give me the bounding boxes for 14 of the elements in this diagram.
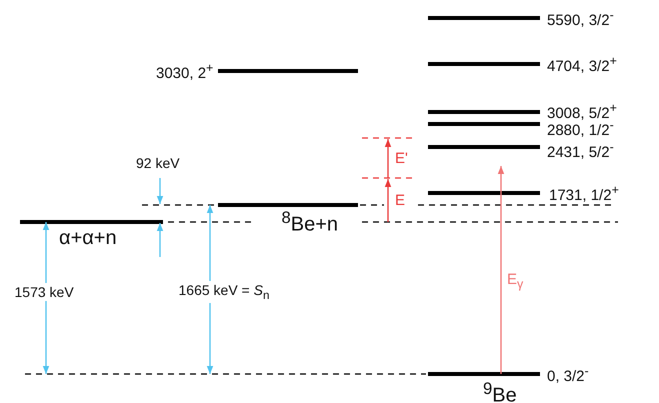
level-label: 5590, 3/2$^{-}$	[547, 8, 614, 28]
energy-label: E$_{γ}$	[507, 272, 524, 290]
energy-label: 92 keV	[136, 156, 180, 170]
threshold-label: α+α+n	[59, 228, 117, 248]
level-label: 0, 3/2$^{-}$	[547, 364, 589, 384]
level-label: 4704, 3/2$^{+}$	[547, 54, 617, 74]
level-label: 3008, 5/2$^{+}$	[547, 102, 617, 120]
level-label: 2431, 5/2$^{-}$	[547, 140, 614, 160]
energy-label: E	[395, 192, 406, 208]
energy-label: E'	[395, 150, 408, 166]
level-label: 3030, 2$^{+}$	[156, 62, 214, 80]
level-label: 1731, 1/2$^{+}$	[549, 184, 619, 202]
nucleus-label: $^{9}$Be	[483, 380, 517, 403]
level-label: 2880, 1/2$^{-}$	[547, 118, 614, 138]
